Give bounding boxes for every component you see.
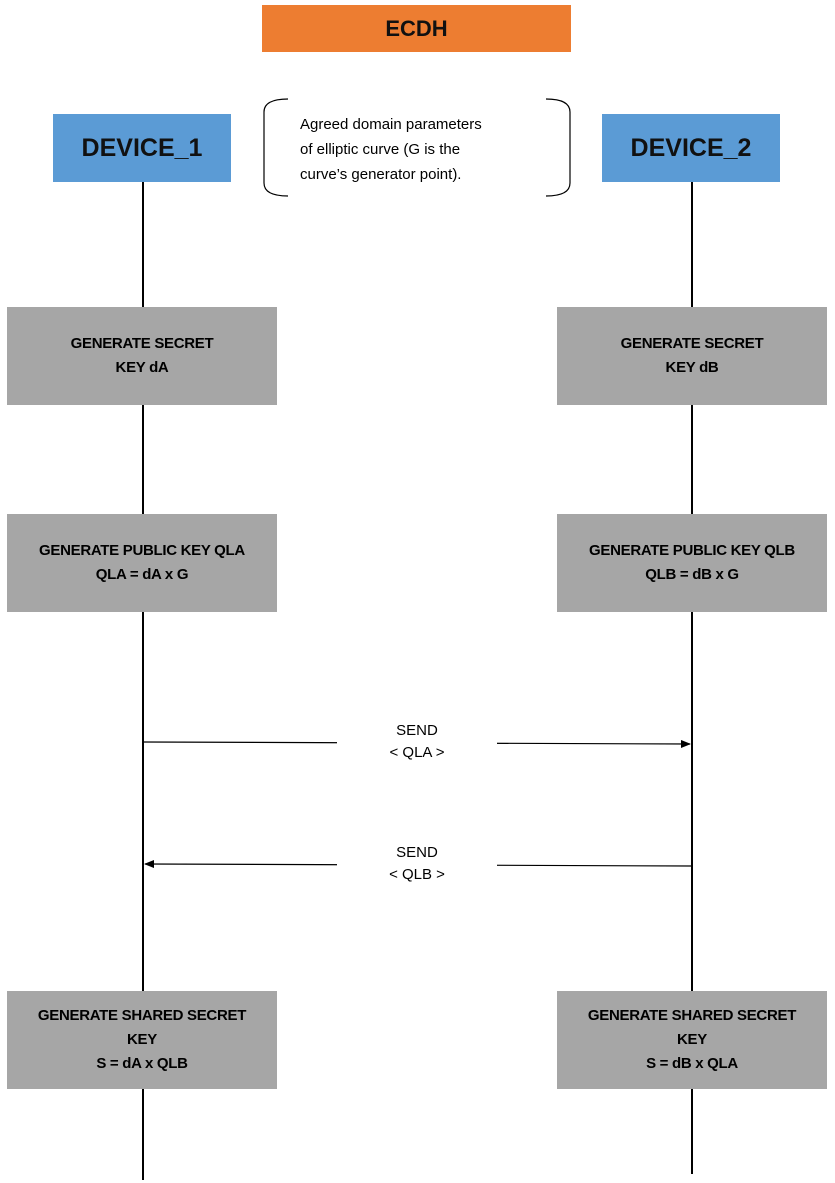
device-1-box: DEVICE_1 [53, 114, 231, 182]
step-line: KEY [127, 1031, 157, 1048]
step-line: GENERATE SECRET [620, 335, 764, 352]
step-line: S = dB x QLA [646, 1055, 738, 1072]
device1-generate-secret-step: GENERATE SECRET KEY dA [7, 307, 277, 405]
note-bracket [263, 98, 571, 197]
step-line: GENERATE PUBLIC KEY QLA [39, 542, 245, 559]
diagram-title: ECDH [262, 5, 571, 52]
step-line: KEY [677, 1031, 707, 1048]
device2-lifeline [691, 182, 693, 1174]
step-line: GENERATE PUBLIC KEY QLB [589, 542, 795, 559]
message-action: SEND [396, 722, 438, 739]
domain-parameters-note: Agreed domain parameters of elliptic cur… [300, 112, 540, 187]
send-qla-label: SEND < QLA > [337, 720, 497, 764]
note-line: Agreed domain parameters [300, 116, 482, 133]
device2-shared-secret-step: GENERATE SHARED SECRET KEY S = dB x QLA [557, 991, 827, 1089]
device1-lifeline [142, 182, 144, 1180]
device1-generate-public-key-step: GENERATE PUBLIC KEY QLA QLA = dA x G [7, 514, 277, 612]
step-line: GENERATE SHARED SECRET [587, 1007, 797, 1024]
device-2-box: DEVICE_2 [602, 114, 780, 182]
step-line: KEY dB [665, 359, 719, 376]
note-line: of elliptic curve (G is the [300, 141, 461, 158]
device2-generate-secret-step: GENERATE SECRET KEY dB [557, 307, 827, 405]
device2-generate-public-key-step: GENERATE PUBLIC KEY QLB QLB = dB x G [557, 514, 827, 612]
step-line: GENERATE SECRET [70, 335, 214, 352]
message-payload: < QLB > [389, 866, 445, 883]
step-line: KEY dA [115, 359, 169, 376]
step-line: GENERATE SHARED SECRET [37, 1007, 247, 1024]
send-qlb-label: SEND < QLB > [337, 842, 497, 886]
step-line: QLA = dA x G [95, 566, 189, 583]
message-payload: < QLA > [389, 744, 445, 761]
message-action: SEND [396, 844, 438, 861]
step-line: S = dA x QLB [96, 1055, 188, 1072]
device1-shared-secret-step: GENERATE SHARED SECRET KEY S = dA x QLB [7, 991, 277, 1089]
step-line: QLB = dB x G [645, 566, 739, 583]
note-line: curve’s generator point). [300, 166, 462, 183]
